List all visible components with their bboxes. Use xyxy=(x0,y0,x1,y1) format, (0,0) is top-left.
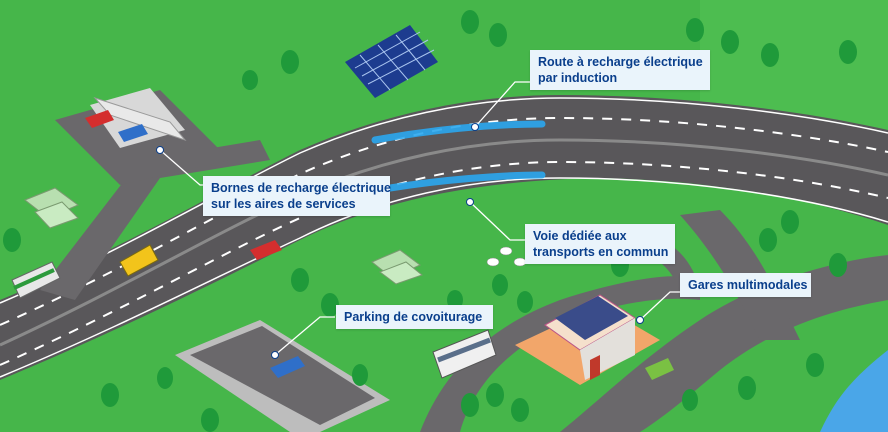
car-icon xyxy=(85,110,114,128)
marker-route xyxy=(471,123,479,131)
callout-bus-lane: Voie dédiée aux transports en commun xyxy=(525,224,675,264)
bus-icon xyxy=(11,261,61,299)
callout-induction-road-line1: Route à recharge électrique xyxy=(538,55,703,69)
station-icon xyxy=(515,294,660,385)
service-road xyxy=(560,255,888,432)
marker-parking xyxy=(271,351,279,359)
marker-voie xyxy=(466,198,474,206)
car-icon xyxy=(250,240,282,260)
callout-charging-stations: Bornes de recharge électrique sur les ai… xyxy=(203,176,391,216)
greenhouse-icon xyxy=(24,187,79,229)
callout-carpool-parking: Parking de covoiturage xyxy=(336,305,493,329)
marker-gares xyxy=(636,316,644,324)
callout-charging-stations-line1: Bornes de recharge électrique xyxy=(211,181,391,195)
pointer-gares xyxy=(639,291,680,321)
sheep-icon xyxy=(486,246,527,267)
greenhouse-icon xyxy=(371,249,424,285)
solar-panel-icon xyxy=(345,25,438,98)
callout-bus-lane-line2: transports en commun xyxy=(533,245,669,259)
charging-station-icon xyxy=(93,96,187,142)
pointer-voie xyxy=(469,201,525,241)
river xyxy=(820,350,888,432)
induction-lane-upper xyxy=(371,120,546,144)
callout-bus-lane-line1: Voie dédiée aux xyxy=(533,229,627,243)
callout-multimodal-stations-line1: Gares multimodales xyxy=(688,278,808,292)
induction-lane-lower xyxy=(386,171,546,192)
callout-charging-stations-line2: sur les aires de services xyxy=(211,197,356,211)
van-icon xyxy=(119,244,159,277)
tree-icon xyxy=(3,10,857,432)
car-icon xyxy=(270,356,305,378)
marker-bornes xyxy=(156,146,164,154)
callout-induction-road: Route à recharge électrique par inductio… xyxy=(530,50,710,90)
car-icon xyxy=(118,124,148,142)
callout-carpool-parking-line1: Parking de covoiturage xyxy=(344,310,483,324)
pointer-parking xyxy=(274,316,335,356)
callout-induction-road-line2: par induction xyxy=(538,71,618,85)
pointer-route xyxy=(474,81,530,128)
car-icon xyxy=(645,358,674,380)
callout-multimodal-stations: Gares multimodales xyxy=(680,273,811,297)
bus-icon xyxy=(432,329,497,379)
